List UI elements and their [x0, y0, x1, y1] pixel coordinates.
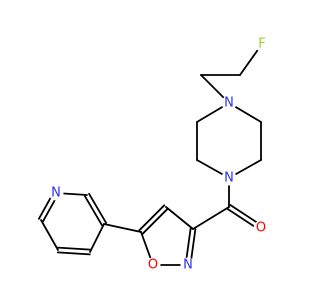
pyridine-bond-y5-y4 [56, 251, 91, 256]
isoxazole-nitrogen-background [180, 257, 196, 273]
pyridine-nitrogen-label: N [51, 186, 61, 201]
isoxazole-nitrogen-label: N [183, 258, 193, 273]
fluorine-atom-label: F [258, 37, 265, 52]
molecule-structure-diagram: F N N O N O N [38, 36, 270, 273]
isoxazole-bond-i4-i5 [141, 207, 169, 235]
fluorine-atom-background [254, 36, 270, 52]
carbonyl-to-isoxazole-bond-cc-i3 [192, 206, 230, 230]
pyridine-bond-y3-y2 [88, 192, 107, 224]
pyridine-nitrogen-background [48, 185, 64, 201]
isoxazole-oxygen-label: O [148, 258, 158, 273]
pyridine-bond-y4-y3 [89, 223, 105, 253]
pyridine-bond-y3-y2 [84, 195, 103, 227]
isoxazole-to-pyridine-bond-i5-y3 [103, 223, 142, 233]
piperazine-nitrogen-top-background [221, 95, 237, 111]
piperazine-nitrogen-bottom-background [221, 170, 237, 186]
carbonyl-oxygen-label: O [256, 221, 266, 236]
piperazine-nitrogen-bottom-label: N [224, 171, 234, 186]
isoxazole-bond-i4-i5 [138, 204, 166, 232]
pyridine-bond-y6-y5 [40, 219, 59, 251]
bond-layer [38, 43, 264, 267]
piperazine-nitrogen-top-label: N [224, 96, 234, 111]
isoxazole-bond-i3-i4 [165, 206, 194, 230]
atom-layer: F N N O N O N [48, 36, 270, 273]
pyridine-bond-y5-y4 [57, 246, 92, 251]
isoxazole-oxygen-background [145, 257, 161, 273]
carbonyl-oxygen-background [253, 220, 269, 236]
